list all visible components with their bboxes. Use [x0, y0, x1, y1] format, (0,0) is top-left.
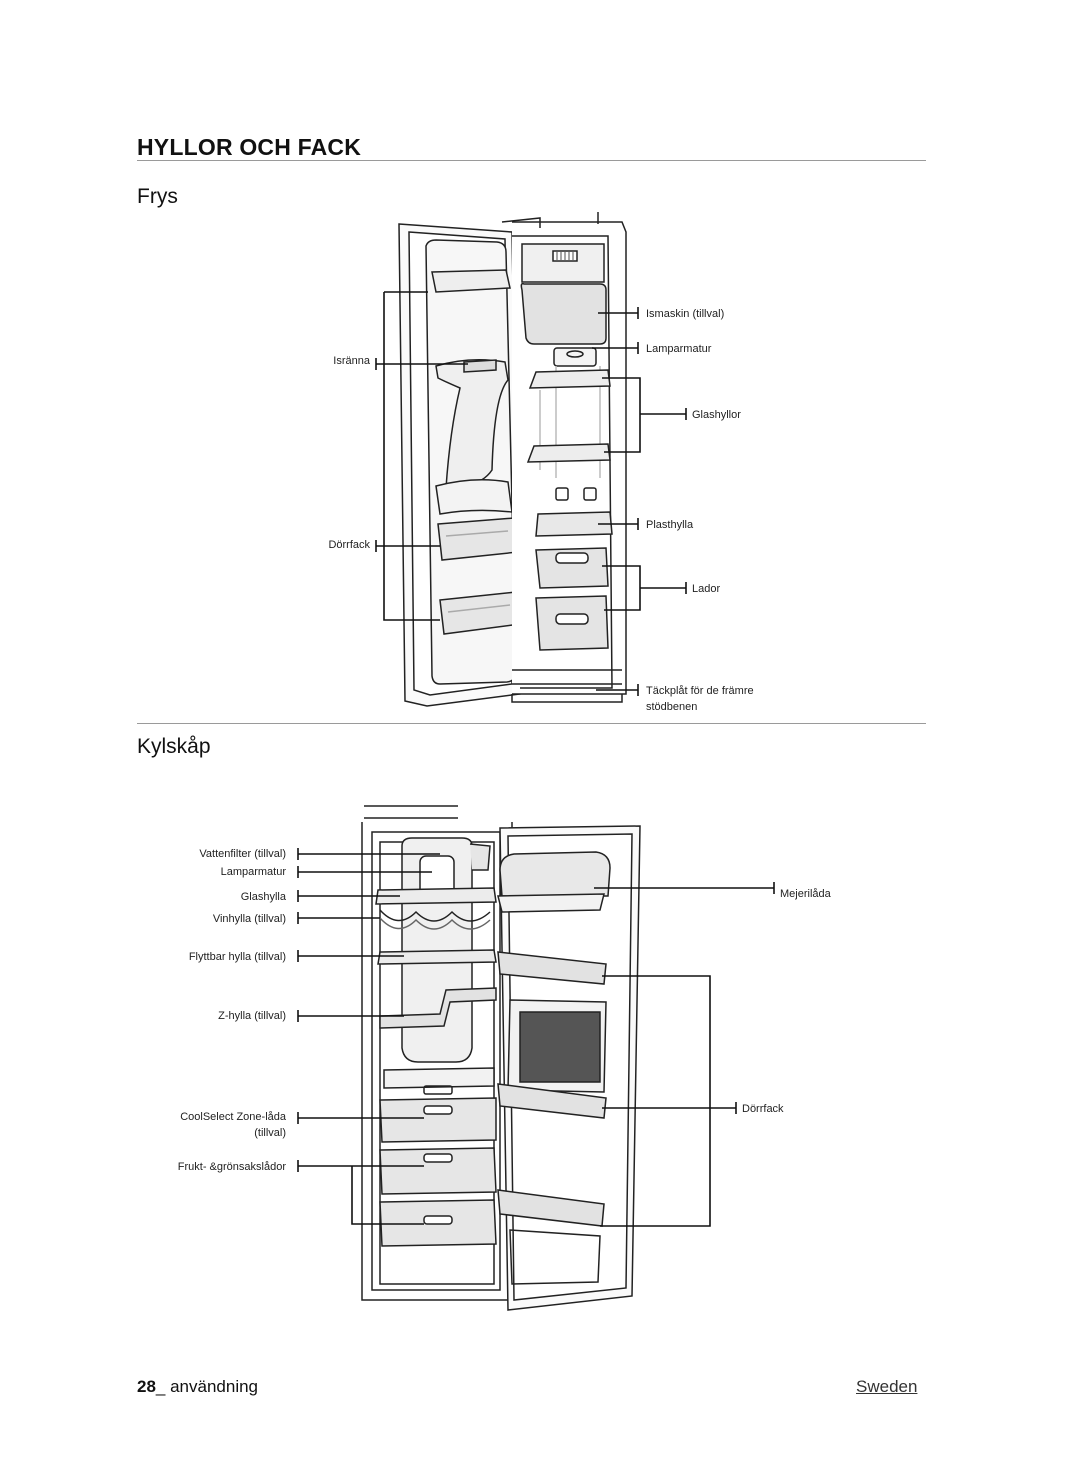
label-dorrfack-fridge: Dörrfack	[742, 1103, 784, 1115]
label-tackplat-1: Täckplåt för de främre	[646, 685, 754, 697]
label-zhylla: Z-hylla (tillval)	[218, 1010, 286, 1022]
label-mejerilada: Mejerilåda	[780, 888, 831, 900]
title-rule	[137, 160, 926, 161]
label-lamparmatur-freezer: Lamparmatur	[646, 343, 712, 355]
footer-page-label: 28_ användning	[137, 1377, 258, 1397]
label-plasthylla: Plasthylla	[646, 519, 694, 531]
label-flyttbar: Flyttbar hylla (tillval)	[188, 951, 286, 963]
page-title: HYLLOR OCH FACK	[137, 134, 362, 160]
label-coolselect-2: (tillval)	[254, 1127, 286, 1139]
label-frukt: Frukt- &grönsakslådor	[177, 1161, 286, 1173]
label-ismaskin: Ismaskin (tillval)	[646, 308, 725, 320]
footer-section: _ användning	[155, 1377, 259, 1396]
freezer-heading: Frys	[137, 185, 178, 208]
label-coolselect-1: CoolSelect Zone-låda	[180, 1111, 286, 1123]
label-vinhylla: Vinhylla (tillval)	[212, 913, 286, 925]
label-dorrfack-freezer: Dörrfack	[328, 539, 370, 551]
label-lador: Lador	[692, 583, 721, 595]
label-isranna: Isränna	[333, 355, 370, 367]
label-glashyllor: Glashyllor	[692, 409, 741, 421]
label-lamparmatur-fridge: Lamparmatur	[220, 866, 286, 878]
fridge-heading: Kylskåp	[137, 735, 211, 758]
page-number: 28	[137, 1377, 156, 1396]
label-vattenfilter: Vattenfilter (tillval)	[199, 848, 286, 860]
footer-language: Sweden	[856, 1377, 918, 1396]
label-glashylla: Glashylla	[240, 891, 286, 903]
section-rule	[137, 723, 926, 724]
label-tackplat-2: stödbenen	[646, 701, 698, 713]
